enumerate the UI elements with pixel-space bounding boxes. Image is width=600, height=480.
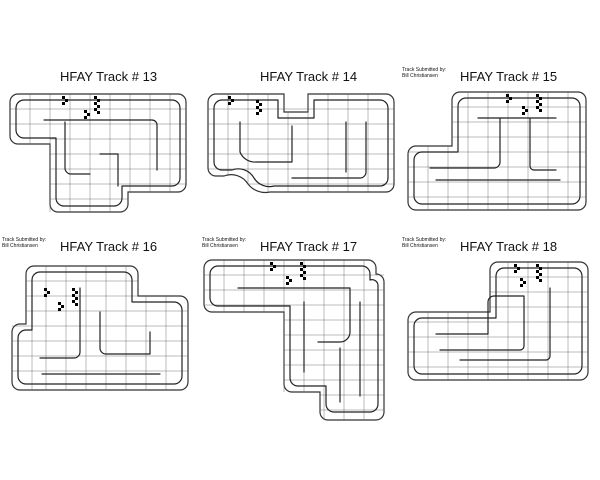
track-lane-outer — [413, 97, 581, 205]
track-diagram — [407, 91, 587, 211]
track-lane-outer — [17, 271, 183, 385]
track-title: HFAY Track # 15 — [460, 69, 558, 84]
checkered-flag-icon — [514, 264, 542, 287]
track-lane-outer — [15, 99, 181, 207]
credit-label: Track Submitted by: — [2, 237, 47, 243]
credit-author: Bill Christiansen — [2, 243, 38, 249]
track-grid — [408, 92, 586, 210]
credit-label: Track Submitted by: — [202, 237, 247, 243]
credit-author: Bill Christiansen — [402, 243, 438, 249]
checkered-flag-icon — [270, 262, 306, 285]
track-lane-outer — [213, 99, 389, 188]
track-credit: Track Submitted by: Bill Christiansen — [402, 67, 446, 79]
track-diagram — [203, 259, 385, 421]
track-credit: Track Submitted by: Bill Christiansen — [2, 237, 46, 249]
track-title: HFAY Track # 17 — [260, 239, 358, 254]
track-panel-15: Track Submitted by: Bill Christiansen HF… — [400, 60, 600, 220]
track-lane-inner — [39, 287, 161, 375]
track-grid — [10, 94, 186, 212]
track-board — [407, 91, 587, 211]
track-panel-18: Track Submitted by: Bill Christiansen HF… — [400, 230, 600, 390]
track-board — [207, 93, 395, 194]
track-grid — [208, 94, 394, 192]
track-lane-outer — [413, 267, 583, 375]
track-panel-17: Track Submitted by: Bill Christiansen HF… — [200, 230, 400, 421]
track-credit: Track Submitted by: Bill Christiansen — [402, 237, 446, 249]
checkered-flag-icon — [62, 96, 100, 119]
track-board — [203, 259, 385, 421]
checkered-flag-icon — [228, 96, 262, 115]
track-lane-inner — [429, 117, 561, 181]
credit-label: Track Submitted by: — [402, 237, 447, 243]
track-grid — [408, 262, 588, 380]
track-panel-13: HFAY Track # 13 — [0, 60, 200, 220]
track-panel-14: HFAY Track # 14 — [200, 60, 400, 220]
track-diagram — [207, 93, 395, 194]
track-title: HFAY Track # 14 — [260, 69, 358, 84]
checkered-flag-icon — [44, 288, 78, 311]
track-title: HFAY Track # 18 — [460, 239, 558, 254]
track-diagram — [11, 265, 189, 391]
track-lane-inner — [239, 121, 367, 179]
track-board — [9, 93, 187, 213]
track-panel-16: Track Submitted by: Bill Christiansen HF… — [0, 230, 200, 391]
checkered-flag-icon — [506, 94, 542, 115]
track-credit: Track Submitted by: Bill Christiansen — [202, 237, 246, 249]
track-grid — [204, 260, 384, 420]
track-diagram — [9, 93, 187, 213]
track-lane-inner — [43, 119, 158, 187]
credit-author: Bill Christiansen — [402, 73, 438, 79]
track-title: HFAY Track # 13 — [60, 69, 158, 84]
track-lane-outer — [209, 265, 379, 413]
credit-author: Bill Christiansen — [202, 243, 238, 249]
track-title: HFAY Track # 16 — [60, 239, 158, 254]
track-diagram — [407, 261, 589, 381]
track-board — [407, 261, 589, 381]
track-lane-inner — [435, 287, 551, 361]
track-lane-inner — [237, 287, 361, 403]
credit-label: Track Submitted by: — [402, 67, 447, 73]
